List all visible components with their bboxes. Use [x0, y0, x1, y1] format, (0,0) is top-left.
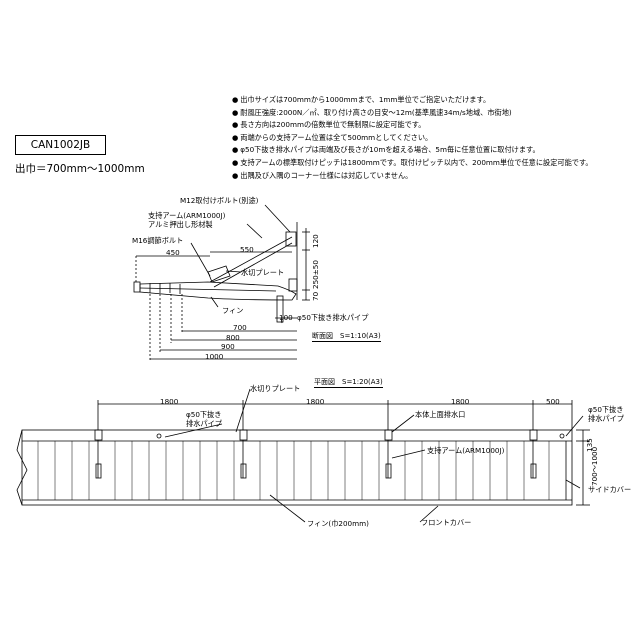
- section-scale: 断面図 S=1:10(A3): [312, 332, 381, 342]
- note-item: 長さ方向は200mmの倍数単位で無制限に設定可能です。: [232, 119, 593, 132]
- dim-800: 800: [226, 333, 240, 342]
- label-plan-drain-left-1: φ50下抜き: [186, 410, 222, 419]
- note-item: 出巾サイズは700mmから1000mmまで、1mm単位でご指定いただけます。: [232, 94, 593, 107]
- dim-120: 120: [311, 234, 320, 248]
- dim-550: 550: [240, 245, 254, 254]
- label-plan-support-arm: 支持アーム(ARM1000J): [427, 446, 505, 455]
- drain-pipe: [276, 295, 284, 323]
- label-top-drain: 本体上面排水口: [415, 410, 466, 419]
- dim-1000: 1000: [205, 352, 224, 361]
- canopy-body: [139, 281, 297, 301]
- arm-bracket: [285, 231, 297, 247]
- label-plan-water-plate: 水切りプレート: [250, 384, 301, 393]
- dim-plan-500: 500: [546, 397, 560, 406]
- dim-plan-700-1000: 700～1000: [590, 446, 599, 486]
- spec-notes: 出巾サイズは700mmから1000mmまで、1mm単位でご指定いただけます。 耐…: [232, 94, 593, 183]
- dim-250-50: 250±50: [311, 260, 320, 289]
- plan-support-arms: [94, 429, 538, 479]
- dim-plan-1800-a: 1800: [160, 397, 179, 406]
- dim-100: 100: [279, 313, 293, 322]
- support-arm: [209, 236, 293, 283]
- label-side-cover: サイドカバー: [588, 485, 632, 494]
- note-item: 支持アームの標準取付けピッチは1800mmです。取付けピッチ以内で、200mm単…: [232, 157, 592, 170]
- dim-plan-1800-c: 1800: [451, 397, 470, 406]
- dim-70: 70: [311, 291, 320, 301]
- label-bolt-m12: M12取付けボルト(別途): [180, 196, 259, 205]
- dim-plan-1800-b: 1800: [306, 397, 325, 406]
- label-fin: フィン: [222, 306, 244, 315]
- label-plan-drain-right-1: φ50下抜き: [588, 405, 624, 414]
- model-number: CAN1002JB: [15, 135, 106, 155]
- note-item: 耐風圧強度:2000N／㎡、取り付け高さの目安～12m(基準風速34m/s地域、…: [232, 107, 593, 120]
- label-arm-material: アルミ押出し形材製: [148, 220, 213, 229]
- canopy-plan-outline: [21, 429, 573, 506]
- label-plan-drain-left-2: 排水パイプ: [186, 419, 222, 428]
- dim-450: 450: [166, 248, 180, 257]
- label-drain-pipe: φ50下抜き排水パイプ: [297, 313, 369, 322]
- dim-900: 900: [221, 342, 235, 351]
- note-item: φ50下抜き排水パイプは両端及び長さが10mを超える場合、5m毎に任意位置に取付…: [232, 144, 593, 157]
- label-bolt-m16: M16調節ボルト: [132, 236, 184, 245]
- label-plan-fin: フィン(巾200mm): [307, 519, 369, 528]
- water-plate: [207, 265, 231, 283]
- note-item: 両端からの支持アーム位置は全て500mmとしてください。: [232, 132, 593, 145]
- label-support-arm: 支持アーム(ARM1000J): [148, 211, 226, 220]
- width-range: 出巾＝700mm～1000mm: [15, 163, 145, 175]
- label-front-cover: フロントカバー: [421, 518, 472, 527]
- plan-scale: 平面図 S=1:20(A3): [314, 378, 383, 388]
- dim-700: 700: [233, 323, 247, 332]
- label-water-plate: 水切プレート: [241, 268, 285, 277]
- label-plan-drain-right-2: 排水パイプ: [588, 414, 624, 423]
- note-item: 出隅及び入隅のコーナー仕様には対応していません。: [232, 170, 593, 183]
